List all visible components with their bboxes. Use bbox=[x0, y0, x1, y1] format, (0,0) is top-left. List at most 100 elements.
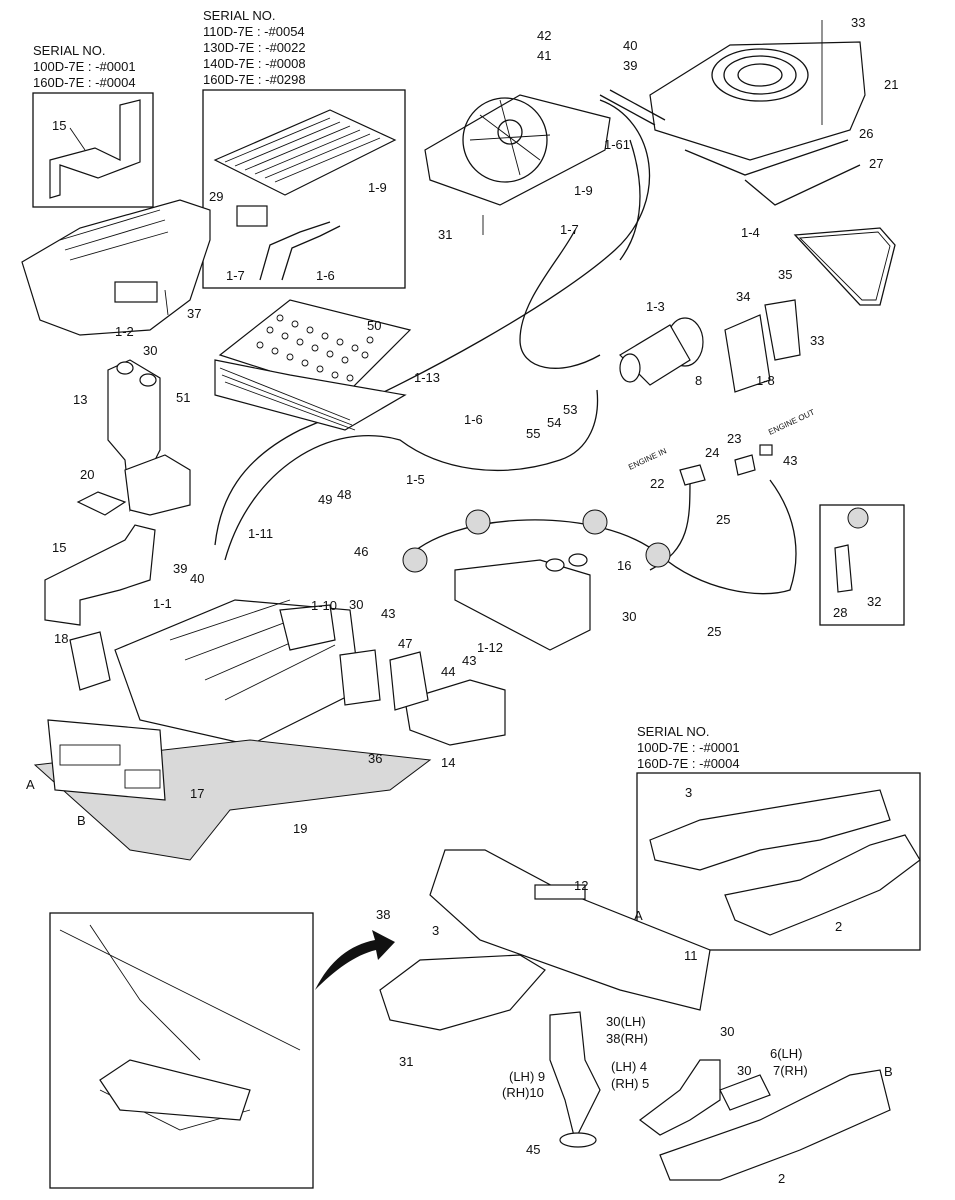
filter-holes bbox=[256, 314, 374, 382]
callout-c55: 43 bbox=[381, 606, 395, 621]
belt-1-4 bbox=[793, 227, 896, 306]
mark-2 bbox=[582, 509, 608, 535]
inset-sketch bbox=[59, 924, 301, 1131]
fan-blades bbox=[469, 99, 551, 176]
callout-c58: 25 bbox=[707, 624, 721, 639]
engine-in-label: ENGINE IN bbox=[627, 446, 668, 472]
callout-c35: 55 bbox=[526, 426, 540, 441]
mark-1 bbox=[465, 509, 491, 535]
callout-c22: 34 bbox=[736, 289, 750, 304]
callout-c66: A bbox=[26, 777, 35, 792]
hose-1-7-upper bbox=[619, 139, 641, 261]
callout-c54: 30 bbox=[349, 597, 363, 612]
strip-27 bbox=[744, 164, 861, 206]
fan-hub bbox=[497, 119, 523, 145]
callout-c14: 1-61 bbox=[604, 137, 630, 152]
callout-c45: 25 bbox=[716, 512, 730, 527]
seal-47 bbox=[389, 651, 429, 711]
callout-c34: 54 bbox=[547, 415, 561, 430]
valve-24 bbox=[734, 454, 756, 476]
callout-c82: (LH) 4 bbox=[611, 1059, 647, 1074]
callout-c81: 6(LH) bbox=[770, 1046, 803, 1061]
callout-c41: 20 bbox=[80, 467, 94, 482]
callout-c61: 18 bbox=[54, 631, 68, 646]
callout-c8: 42 bbox=[537, 28, 551, 43]
inset-part bbox=[99, 1059, 251, 1121]
strip-26 bbox=[684, 139, 849, 176]
callout-c1: 15 bbox=[52, 118, 66, 133]
callout-c6: 1-7 bbox=[226, 268, 245, 283]
callout-c26: 1-8 bbox=[756, 373, 775, 388]
callout-c32: 53 bbox=[563, 402, 577, 417]
heater-side bbox=[339, 649, 381, 706]
callout-c87: (RH) 5 bbox=[611, 1076, 649, 1091]
callout-c30: 1-13 bbox=[414, 370, 440, 385]
callout-c20: 1-4 bbox=[741, 225, 760, 240]
filter-1-13 bbox=[214, 359, 407, 431]
engine-out-label: ENGINE OUT bbox=[767, 408, 816, 437]
panel-17-vent-a bbox=[59, 744, 121, 766]
callout-c78: 38(RH) bbox=[606, 1031, 648, 1046]
condenser-fan-unit bbox=[424, 94, 611, 206]
serial-top-center-line-4: 160D-7E : -#0298 bbox=[203, 72, 306, 87]
callout-c17: 27 bbox=[869, 156, 883, 171]
mark-4 bbox=[645, 542, 671, 568]
callout-c88: (RH)10 bbox=[502, 1085, 544, 1100]
callout-c72: 12 bbox=[574, 878, 588, 893]
hose-25 bbox=[404, 479, 797, 595]
callout-c19: 1-7 bbox=[560, 222, 579, 237]
callout-c44: 1-11 bbox=[248, 526, 273, 541]
callout-c53: 1-10 bbox=[311, 598, 337, 613]
callout-c56: 30 bbox=[622, 609, 636, 624]
callout-c52: 32 bbox=[867, 594, 881, 609]
bracket-16 bbox=[454, 559, 591, 651]
screw-37 bbox=[164, 289, 169, 316]
callout-c3: 37 bbox=[187, 306, 201, 321]
callout-c70: 3 bbox=[685, 785, 692, 800]
callout-c85: B bbox=[884, 1064, 893, 1079]
callout-c76: 11 bbox=[684, 948, 698, 963]
duct-6-7 bbox=[719, 1074, 771, 1111]
callout-c36: 1-5 bbox=[406, 472, 425, 487]
serial-top-left-line-2: 160D-7E : -#0004 bbox=[33, 75, 136, 90]
callout-c18: 31 bbox=[438, 227, 452, 242]
callout-c25: 8 bbox=[695, 373, 702, 388]
compressor-end bbox=[619, 353, 641, 383]
callout-c73: 38 bbox=[376, 907, 390, 922]
cover-fan-ring-2 bbox=[723, 55, 797, 95]
callout-c79: 31 bbox=[399, 1054, 413, 1069]
callout-c57: 1-1 bbox=[153, 596, 172, 611]
arrow-icon bbox=[315, 930, 395, 990]
crossmember-11 bbox=[429, 849, 711, 1011]
callout-c65: 14 bbox=[441, 755, 455, 770]
duct-2-lower bbox=[659, 1069, 891, 1181]
callout-c89: 45 bbox=[526, 1142, 540, 1157]
callout-c83: 30 bbox=[737, 1063, 751, 1078]
hose-1-6 bbox=[214, 99, 650, 546]
hose-1-6-box bbox=[281, 225, 341, 281]
clamp-28 bbox=[834, 544, 853, 593]
bracket-1-8 bbox=[764, 299, 801, 361]
callout-c28: 30 bbox=[143, 343, 157, 358]
bracket-13-hole-2 bbox=[139, 373, 157, 387]
serial-top-center-line-1: 110D-7E : -#0054 bbox=[203, 24, 305, 39]
heater-ribs bbox=[169, 599, 336, 701]
bracket-13-hole-1 bbox=[116, 361, 134, 375]
duct-15-top bbox=[49, 99, 141, 199]
callout-c50: 16 bbox=[617, 558, 631, 573]
detail-mark bbox=[847, 507, 869, 529]
console-body bbox=[21, 199, 211, 336]
cap-23 bbox=[759, 444, 773, 456]
serial-top-center-line-3: 140D-7E : -#0008 bbox=[203, 56, 306, 71]
bracket-13-foot bbox=[124, 454, 191, 516]
hose-1-7-box bbox=[259, 221, 331, 281]
mark-3 bbox=[402, 547, 428, 573]
callout-c86: (LH) 9 bbox=[509, 1069, 545, 1084]
hose-1-7-main bbox=[519, 229, 601, 369]
hose-1-5 bbox=[224, 389, 599, 561]
hose-top-pipes bbox=[599, 89, 666, 126]
clamp-45 bbox=[559, 1132, 597, 1148]
inset-box bbox=[49, 912, 314, 1189]
console-vents bbox=[59, 209, 169, 261]
